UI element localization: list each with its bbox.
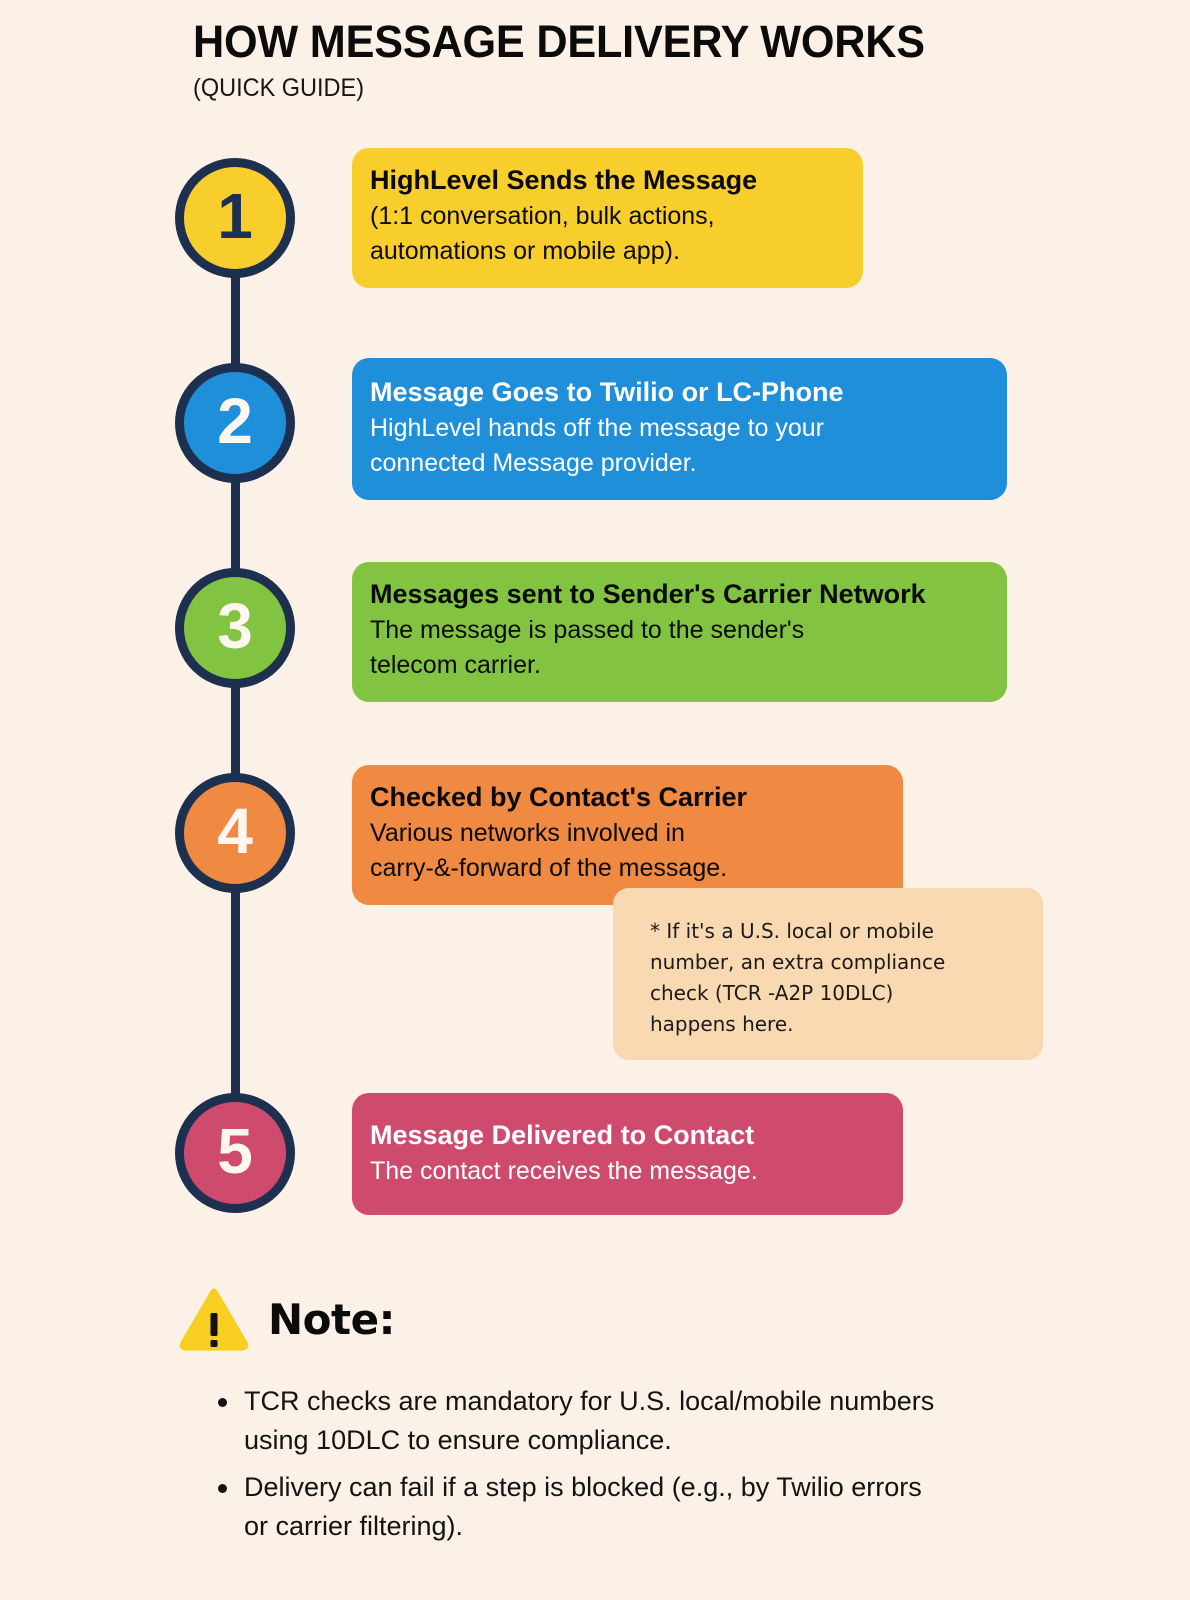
compliance-callout: * If it's a U.S. local or mobile number,…	[613, 888, 1043, 1060]
list-item: TCR checks are mandatory for U.S. local/…	[200, 1382, 1080, 1460]
page-subtitle: (QUICK GUIDE)	[193, 74, 365, 103]
step-title-3: Messages sent to Sender's Carrier Networ…	[370, 579, 926, 609]
step-card-1: HighLevel Sends the Message (1:1 convers…	[352, 148, 863, 288]
step-body-1: (1:1 conversation, bulk actions, automat…	[370, 201, 715, 266]
step-marker-2: 2	[175, 363, 295, 483]
step-title-2: Message Goes to Twilio or LC-Phone	[370, 377, 844, 407]
note-bullet-list: TCR checks are mandatory for U.S. local/…	[200, 1382, 1080, 1554]
step-number-3: 3	[217, 590, 253, 662]
step-title-1: HighLevel Sends the Message	[370, 165, 758, 195]
step-body-4: Various networks involved in carry-&-for…	[370, 818, 728, 883]
step-body-5: The contact receives the message.	[370, 1156, 758, 1185]
compliance-callout-text: * If it's a U.S. local or mobile number,…	[650, 919, 946, 1036]
step-number-5: 5	[217, 1115, 253, 1187]
warning-triangle-icon	[179, 1288, 249, 1351]
step-marker-4: 4	[175, 773, 295, 893]
step-card-5: Message Delivered to Contact The contact…	[352, 1093, 903, 1216]
step-title-4: Checked by Contact's Carrier	[370, 782, 748, 812]
step-number-4: 4	[217, 795, 253, 867]
list-item: Delivery can fail if a step is blocked (…	[200, 1468, 1080, 1546]
step-number-2: 2	[217, 385, 253, 457]
step-card-3: Messages sent to Sender's Carrier Networ…	[352, 562, 1007, 702]
step-marker-5: 5	[175, 1093, 295, 1213]
step-body-3: The message is passed to the sender's te…	[370, 615, 805, 680]
step-title-5: Message Delivered to Contact	[370, 1120, 755, 1150]
step-number-1: 1	[217, 180, 253, 252]
step-marker-1: 1	[175, 158, 295, 278]
page-title: HOW MESSAGE DELIVERY WORKS	[193, 16, 925, 67]
timeline-spine	[231, 232, 240, 1162]
step-card-4: Checked by Contact's Carrier Various net…	[352, 765, 903, 905]
step-body-2: HighLevel hands off the message to your …	[370, 413, 824, 478]
header: HOW MESSAGE DELIVERY WORKS (QUICK GUIDE)	[193, 18, 1093, 103]
step-card-2: Message Goes to Twilio or LC-Phone HighL…	[352, 358, 1007, 500]
note-heading: Note:	[178, 1286, 395, 1352]
note-label: Note:	[268, 1294, 395, 1344]
step-marker-3: 3	[175, 568, 295, 688]
